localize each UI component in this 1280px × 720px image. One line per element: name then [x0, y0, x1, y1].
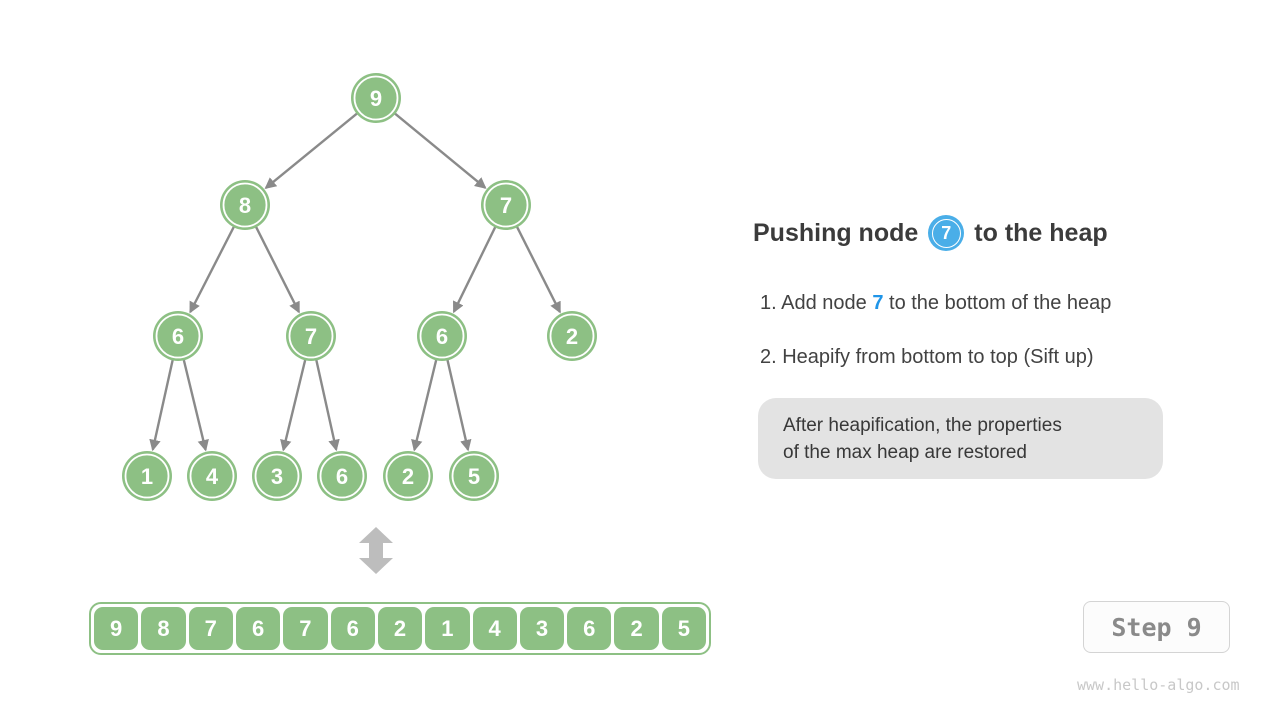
- heap-tree-diagram: 9 8 7 6 7 6 2: [122, 73, 597, 574]
- tree-node-value: 7: [500, 193, 512, 218]
- array-representation: 9 8 7 6 7 6 2 1 4 3 6 2 5: [89, 602, 711, 655]
- array-cell: 2: [377, 607, 423, 650]
- array-cell-value: 8: [157, 615, 170, 641]
- step-item-1: 1. Add node 7 to the bottom of the heap: [760, 292, 1111, 315]
- tree-node-value: 2: [402, 464, 414, 489]
- array-cell: 1: [425, 607, 470, 650]
- panel-title: Pushing node 7 to the heap: [753, 215, 1108, 251]
- note-line-2: of the max heap are restored: [783, 442, 1027, 463]
- tree-node-value: 6: [172, 324, 184, 349]
- double-arrow-icon: [359, 527, 393, 574]
- step-1-text: 1. Add node: [760, 292, 873, 314]
- array-cell: 6: [330, 607, 375, 650]
- array-cell: 8: [141, 607, 186, 650]
- tree-node-value: 2: [566, 324, 578, 349]
- step-item-2: 2. Heapify from bottom to top (Sift up): [760, 346, 1094, 368]
- array-cell: 5: [661, 607, 707, 650]
- array-cell: 7: [283, 607, 328, 650]
- note-box: After heapification, the properties of t…: [758, 398, 1163, 479]
- array-cell: 2: [614, 607, 659, 650]
- tree-node-value: 8: [239, 193, 251, 218]
- array-cell-value: 1: [441, 615, 454, 641]
- array-cell-value: 3: [535, 615, 549, 641]
- step-indicator: Step 9: [1083, 601, 1230, 653]
- array-cell-value: 4: [488, 615, 501, 641]
- tree-node: 3: [252, 451, 302, 501]
- tree-node: 1: [122, 451, 172, 501]
- array-cell: 6: [567, 607, 612, 650]
- tree-node: 5: [449, 451, 499, 501]
- tree-node-value: 6: [436, 324, 448, 349]
- tree-node: 7: [286, 311, 336, 361]
- array-cell-value: 7: [299, 615, 312, 641]
- array-cell-value: 9: [110, 615, 123, 641]
- array-cell-value: 2: [630, 615, 643, 641]
- array-cell-value: 6: [346, 615, 359, 641]
- tree-node: 6: [417, 311, 467, 361]
- tree-node-value: 7: [305, 324, 317, 349]
- array-cell-value: 6: [251, 615, 265, 641]
- tree-node: 4: [187, 451, 237, 501]
- pushed-node-value: 7: [931, 218, 961, 248]
- array-cell-value: 5: [677, 615, 691, 641]
- panel-title-prefix: Pushing node: [753, 218, 919, 247]
- tree-node-value: 1: [141, 464, 153, 489]
- tree-node: 7: [481, 180, 531, 230]
- array-cell: 9: [94, 607, 139, 650]
- tree-node: 8: [220, 180, 270, 230]
- step-1-highlight: 7: [872, 292, 884, 314]
- step-1-text-tail: to the bottom of the heap: [883, 292, 1112, 314]
- tree-node-value: 5: [468, 464, 480, 489]
- tree-node: 6: [153, 311, 203, 361]
- watermark: www.hello-algo.com: [1077, 676, 1240, 694]
- array-cell: 3: [519, 607, 565, 650]
- tree-node: 2: [383, 451, 433, 501]
- tree-node-value: 9: [370, 86, 382, 111]
- panel-title-suffix: to the heap: [974, 218, 1108, 247]
- array-cell: 6: [235, 607, 281, 650]
- array-cell-value: 6: [583, 615, 596, 641]
- note-line-1: After heapification, the properties: [783, 415, 1062, 436]
- array-cell-value: 2: [393, 615, 407, 641]
- array-cell: 4: [472, 607, 517, 650]
- tree-node: 6: [317, 451, 367, 501]
- tree-node: 2: [547, 311, 597, 361]
- tree-node-value: 6: [336, 464, 348, 489]
- tree-edges: [149, 97, 561, 452]
- array-cell: 7: [188, 607, 233, 650]
- pushed-node-badge: 7: [928, 215, 965, 251]
- array-cell-value: 7: [204, 615, 217, 641]
- tree-node: 9: [351, 73, 401, 123]
- tree-node-value: 3: [271, 464, 283, 489]
- tree-node-value: 4: [206, 464, 219, 489]
